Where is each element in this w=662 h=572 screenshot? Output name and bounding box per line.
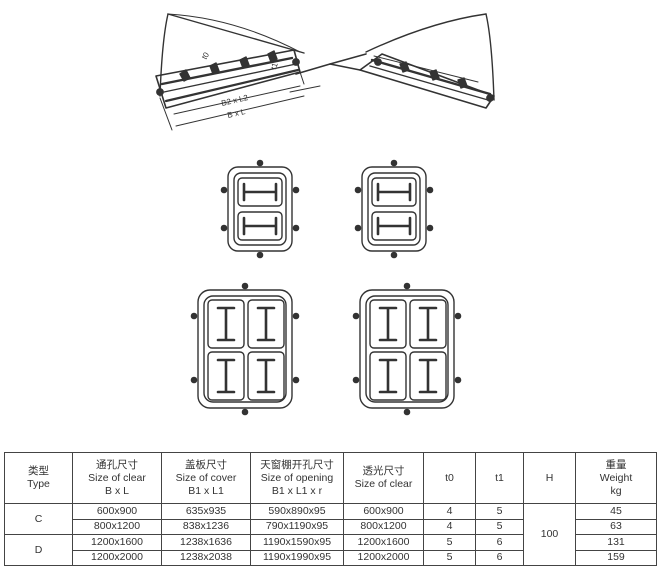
t0-cell: 5 <box>423 534 476 551</box>
plan-view-c-right <box>354 159 434 259</box>
t1-cell: 6 <box>475 534 524 551</box>
h-cell: 100 <box>523 503 576 566</box>
t0-cell: 4 <box>423 518 476 535</box>
t1-cell: 5 <box>475 503 524 520</box>
header-type: 类型 Type <box>4 452 73 504</box>
clear-cell: 1200x2000 <box>72 549 162 566</box>
clear-cell: 1200x1600 <box>72 534 162 551</box>
light-cell: 600x900 <box>343 503 424 520</box>
header-weight: 重量 Weight kg <box>575 452 657 504</box>
weight-cell: 45 <box>575 503 657 520</box>
weight-cell: 63 <box>575 518 657 535</box>
cover-cell: 635x935 <box>161 503 251 520</box>
type-cell: D <box>4 534 73 566</box>
cover-cell: 1238x2038 <box>161 549 251 566</box>
table-row: 1200x2000 1238x2038 1190x1990x95 1200x20… <box>5 549 657 566</box>
header-clear-size: 通孔尺寸 Size of clear B x L <box>72 452 162 504</box>
t1-cell: 5 <box>475 518 524 535</box>
opening-cell: 1190x1590x95 <box>250 534 344 551</box>
plan-view-d-right <box>352 282 462 416</box>
cover-cell: 838x1236 <box>161 518 251 535</box>
opening-cell: 1190x1990x95 <box>250 549 344 566</box>
plan-view-c-left <box>220 159 300 259</box>
opening-cell: 590x890x95 <box>250 503 344 520</box>
dim-label-b2l2: B2 x L2 <box>220 93 249 108</box>
table-header-row: 类型 Type 通孔尺寸 Size of clear B x L 盖板尺寸 Si… <box>4 452 657 504</box>
t0-cell: 5 <box>423 549 476 566</box>
technical-drawing: B2 x L2 B x L t1 t0 <box>155 13 495 416</box>
header-h: H <box>523 452 576 504</box>
table-row: C 600x900 635x935 590x890x95 600x900 4 5… <box>4 503 657 566</box>
header-t0: t0 <box>423 452 476 504</box>
t1-cell: 6 <box>475 549 524 566</box>
weight-cell: 131 <box>575 534 657 551</box>
left-hatch-section-view <box>155 13 361 131</box>
header-light-size: 透光尺寸 Size of clear <box>343 452 424 504</box>
dim-label-bl: B x L <box>226 107 246 120</box>
light-cell: 800x1200 <box>343 518 424 535</box>
opening-cell: 790x1190x95 <box>250 518 344 535</box>
table-row: 800x1200 838x1236 790x1190x95 800x1200 4… <box>5 518 657 535</box>
clear-cell: 600x900 <box>72 503 162 520</box>
clear-cell: 800x1200 <box>72 518 162 535</box>
t0-cell: 4 <box>423 503 476 520</box>
header-t1: t1 <box>475 452 524 504</box>
specification-table: 类型 Type 通孔尺寸 Size of clear B x L 盖板尺寸 Si… <box>4 452 657 566</box>
right-hatch-section-view <box>329 13 495 109</box>
header-opening-size: 天窗棚开孔尺寸 Size of opening B1 x L1 x r <box>250 452 344 504</box>
type-cell: C <box>4 503 73 535</box>
dim-label-t1: t1 <box>269 61 280 70</box>
plan-view-d-left <box>190 282 300 416</box>
dim-label-t0: t0 <box>200 50 211 61</box>
light-cell: 1200x2000 <box>343 549 424 566</box>
header-cover-size: 盖板尺寸 Size of cover B1 x L1 <box>161 452 251 504</box>
weight-cell: 159 <box>575 549 657 566</box>
light-cell: 1200x1600 <box>343 534 424 551</box>
cover-cell: 1238x1636 <box>161 534 251 551</box>
